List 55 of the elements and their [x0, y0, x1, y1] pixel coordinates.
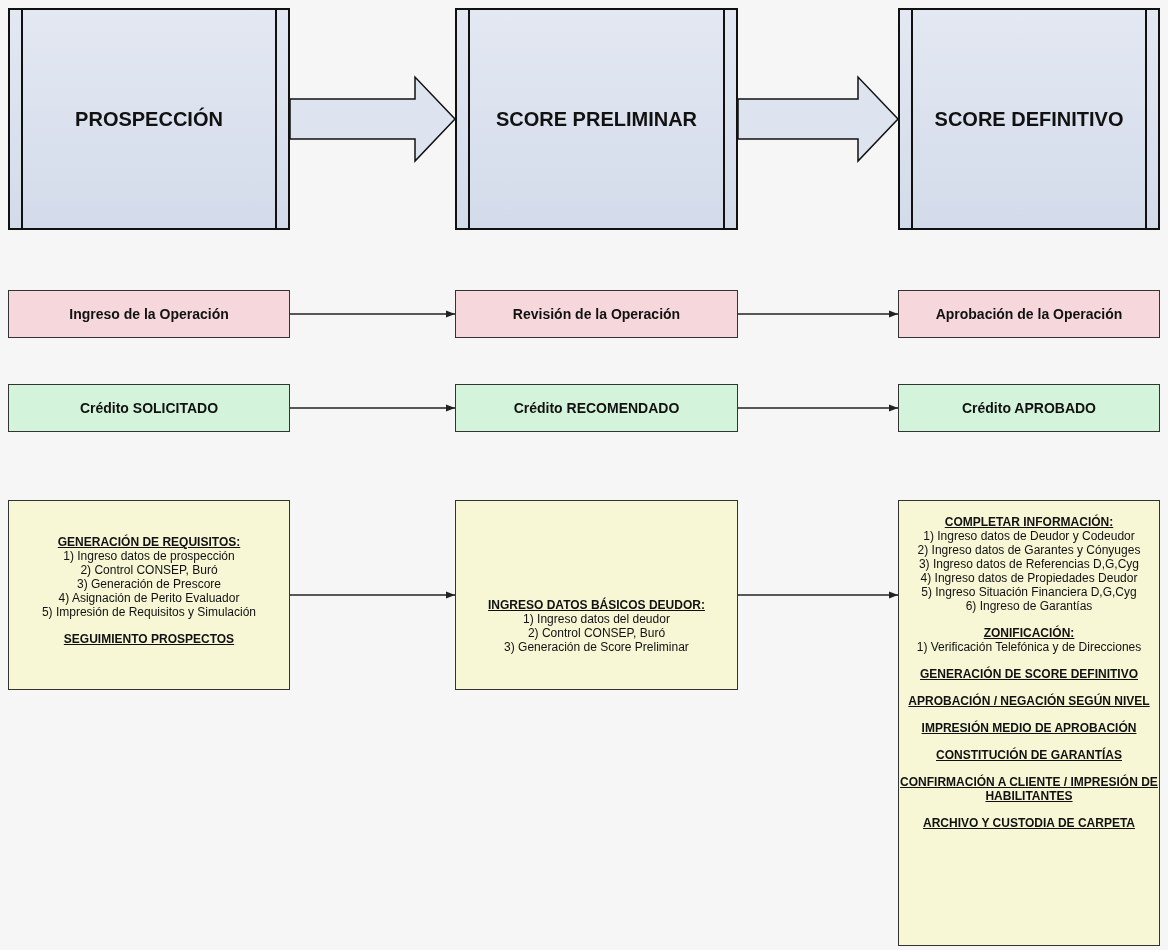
section-heading: APROBACIÓN / NEGACIÓN SEGÚN NIVEL [908, 694, 1150, 708]
step-label: Revisión de la Operación [512, 306, 681, 322]
list-item: 4) Ingreso datos de Propiedades Deudor [920, 571, 1138, 585]
section-heading: CONFIRMACIÓN A CLIENTE / IMPRESIÓN DE HABILITANTES [899, 775, 1159, 803]
stage-box [8, 8, 290, 230]
list-item: 5) Impresión de Requisitos y Simulación [41, 605, 257, 619]
list-item: 2) Control CONSEP, Buró [527, 626, 666, 640]
arrow [289, 591, 456, 599]
stage-title: PROSPECCIÓN [74, 106, 224, 132]
block-arrow [289, 75, 457, 163]
arrow [289, 404, 456, 412]
section-heading: IMPRESIÓN MEDIO DE APROBACIÓN [921, 721, 1137, 735]
task-box [898, 500, 1160, 946]
step-label: Aprobación de la Operación [935, 306, 1123, 322]
arrow [737, 404, 899, 412]
list-item: 2) Control CONSEP, Buró [80, 563, 218, 577]
status-box [8, 384, 290, 432]
stage-box [455, 8, 738, 230]
stage-box [898, 8, 1160, 230]
section-heading: ARCHIVO Y CUSTODIA DE CARPETA [923, 816, 1135, 830]
list-item: 5) Ingreso Situación Financiera D,G,Cyg [921, 585, 1137, 599]
process-box [455, 290, 738, 338]
list-item: 1) Ingreso datos de Deudor y Codeudor [923, 529, 1135, 543]
arrow [737, 591, 899, 599]
list-item: 1) Ingreso datos del deudor [523, 612, 670, 626]
list-item: 1) Ingreso datos de prospección [63, 549, 235, 563]
list-item: 2) Ingreso datos de Garantes y Cónyuges [917, 543, 1141, 557]
step-label: Ingreso de la Operación [69, 306, 229, 322]
list-item: 4) Asignación de Perito Evaluador [58, 591, 240, 605]
section-heading: SEGUIMIENTO PROSPECTOS [63, 632, 235, 646]
stage-title: SCORE DEFINITIVO [933, 107, 1125, 132]
task-box [8, 500, 290, 690]
status-box [455, 384, 738, 432]
arrow [289, 310, 456, 318]
process-box [898, 290, 1160, 338]
status-label: Crédito RECOMENDADO [513, 400, 680, 416]
section-heading: ZONIFICACIÓN: [983, 626, 1075, 640]
status-label: Crédito APROBADO [961, 400, 1096, 416]
section-heading: INGRESO DATOS BÁSICOS DEUDOR: [488, 598, 705, 612]
status-box [898, 384, 1160, 432]
list-item: 3) Generación de Score Preliminar [504, 640, 689, 654]
section-heading: CONSTITUCIÓN DE GARANTÍAS [936, 748, 1122, 762]
arrow [737, 310, 899, 318]
section-heading: GENERACIÓN DE SCORE DEFINITIVO [920, 667, 1138, 681]
process-box [8, 290, 290, 338]
list-item: 6) Ingreso de Garantías [965, 599, 1093, 613]
list-item: 3) Ingreso datos de Referencias D,G,Cyg [918, 557, 1140, 571]
stage-title: SCORE PRELIMINAR [494, 107, 699, 132]
list-item: 1) Verificación Telefónica y de Direcciones [916, 640, 1142, 654]
list-item: 3) Generación de Prescore [76, 577, 222, 591]
section-heading: GENERACIÓN DE REQUISITOS: [57, 535, 241, 549]
section-heading: COMPLETAR INFORMACIÓN: [944, 515, 1114, 529]
task-box [455, 500, 738, 690]
block-arrow [737, 75, 900, 163]
status-label: Crédito SOLICITADO [79, 400, 219, 416]
